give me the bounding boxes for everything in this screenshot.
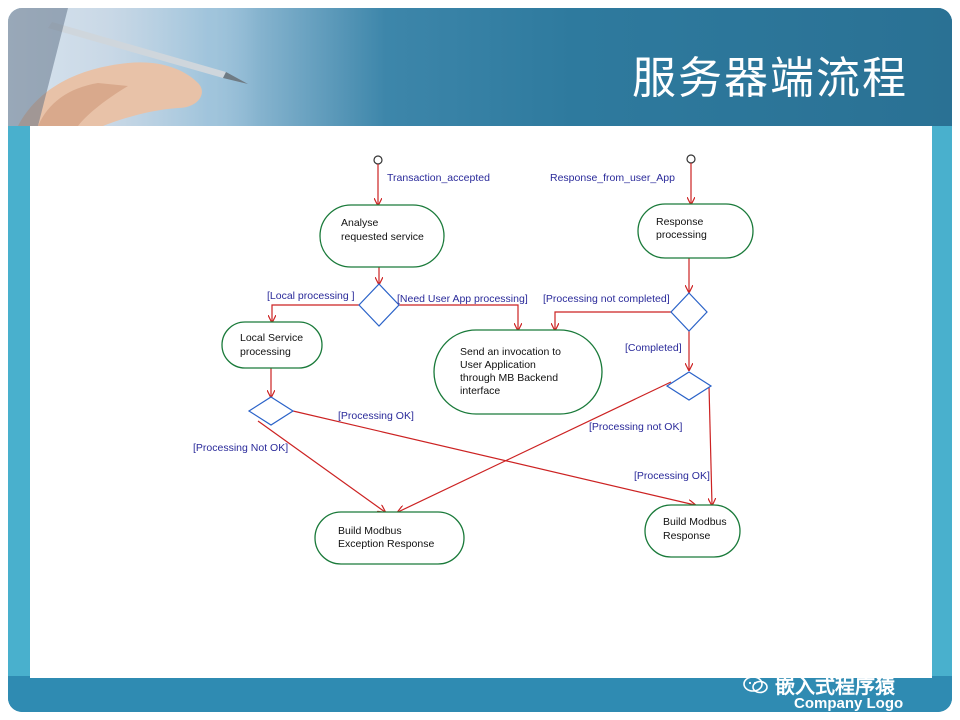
local-service-label-1: Local Service	[240, 332, 303, 344]
decision-diamond-service	[359, 284, 399, 326]
label-processing-not-ok-left: [Processing Not OK]	[193, 442, 288, 454]
company-logo: Company Logo	[794, 695, 903, 712]
decision-diamond-processing	[671, 293, 707, 331]
content-panel: Analyse requested service Response proce…	[30, 126, 932, 678]
label-local-processing: [Local processing ]	[267, 290, 355, 302]
label-processing-not-completed: [Processing not completed]	[543, 293, 670, 305]
slide-frame: 服务器端流程	[8, 8, 952, 712]
header-hand-pen-image	[8, 8, 258, 126]
build-response-label-1: Build Modbus	[663, 516, 727, 528]
build-exception-label-1: Build Modbus	[338, 525, 402, 537]
edge-right-diamond-ok	[709, 386, 712, 505]
edge-diamond-to-send-notcompleted	[555, 312, 671, 330]
server-flow-diagram: Analyse requested service Response proce…	[30, 126, 932, 678]
right-accent-stripe	[932, 126, 952, 686]
wechat-icon	[743, 675, 769, 695]
start-node-response	[687, 155, 695, 163]
send-invocation-label-3: through MB Backend	[460, 372, 558, 384]
start-node-transaction	[374, 156, 382, 164]
build-exception-label-2: Exception Response	[338, 538, 434, 550]
edge-diamond-to-send	[399, 305, 518, 330]
decision-diamond-local-result	[249, 397, 293, 425]
build-response-label-2: Response	[663, 530, 710, 542]
send-invocation-label-4: interface	[460, 385, 500, 397]
label-transaction-accepted: Transaction_accepted	[387, 172, 490, 184]
hand-pen-illustration	[8, 8, 258, 126]
edge-left-diamond-notok	[258, 421, 385, 512]
decision-diamond-completed	[667, 372, 711, 400]
analyse-label-2: requested service	[341, 231, 424, 243]
label-processing-not-ok-right: [Processing not OK]	[589, 421, 682, 433]
analyse-label-1: Analyse	[341, 217, 379, 229]
label-processing-ok-right: [Processing OK]	[634, 470, 710, 482]
send-invocation-label-2: User Application	[460, 359, 536, 371]
node-local-service	[222, 322, 322, 368]
label-processing-ok-left: [Processing OK]	[338, 410, 414, 422]
left-accent-stripe	[8, 126, 30, 686]
label-completed: [Completed]	[625, 342, 682, 354]
edge-diamond-to-local	[272, 305, 359, 322]
local-service-label-2: processing	[240, 346, 291, 358]
label-need-user-app: [Need User App processing]	[397, 293, 528, 305]
send-invocation-label-1: Send an invocation to	[460, 346, 561, 358]
response-processing-label-1: Response	[656, 216, 703, 228]
response-processing-label-2: processing	[656, 229, 707, 241]
page-title: 服务器端流程	[632, 42, 908, 106]
label-response-from-user-app: Response_from_user_App	[550, 172, 675, 184]
